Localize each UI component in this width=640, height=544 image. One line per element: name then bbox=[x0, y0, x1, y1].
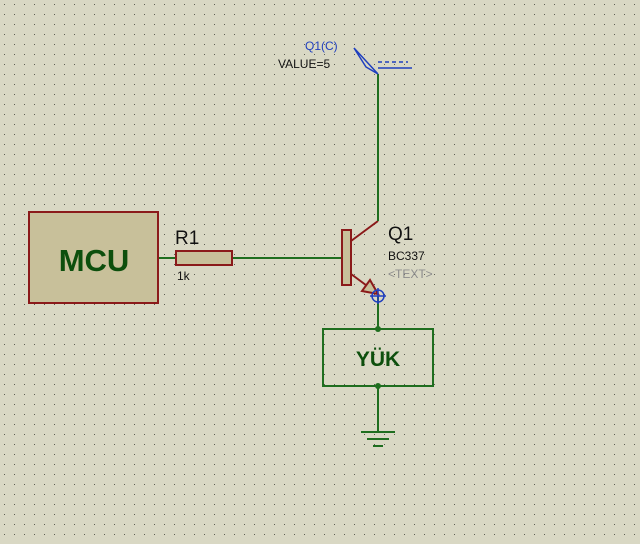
transistor-collector-lead bbox=[350, 220, 379, 242]
resistor-body bbox=[175, 250, 233, 266]
voltage-probe[interactable]: Q1(C) VALUE=5 bbox=[278, 39, 412, 75]
current-probe-icon[interactable] bbox=[370, 288, 386, 304]
transistor-base-bar bbox=[341, 229, 352, 286]
transistor-q1[interactable]: Q1 BC337 <TEXT> bbox=[341, 200, 433, 304]
junctions bbox=[375, 326, 381, 389]
load-label: YÜK bbox=[356, 348, 400, 371]
transistor-part: BC337 bbox=[388, 249, 425, 263]
resistor-r1[interactable]: R1 1k bbox=[175, 228, 233, 283]
transistor-emitter-arrow-icon bbox=[360, 278, 380, 296]
probe-value: VALUE=5 bbox=[278, 57, 330, 71]
transistor-ref: Q1 bbox=[388, 224, 413, 245]
ground-icon bbox=[361, 431, 395, 447]
junction-load-top bbox=[375, 326, 381, 332]
resistor-ref: R1 bbox=[175, 228, 199, 249]
mcu-body bbox=[28, 211, 159, 304]
probe-name: Q1(C) bbox=[305, 39, 338, 53]
mcu-label: MCU bbox=[59, 243, 130, 278]
voltage-probe-icon bbox=[353, 47, 412, 75]
junction-load-bottom bbox=[375, 383, 381, 389]
resistor-value: 1k bbox=[177, 269, 191, 283]
mcu-block[interactable]: MCU bbox=[28, 211, 159, 304]
transistor-text-placeholder: <TEXT> bbox=[388, 267, 433, 281]
